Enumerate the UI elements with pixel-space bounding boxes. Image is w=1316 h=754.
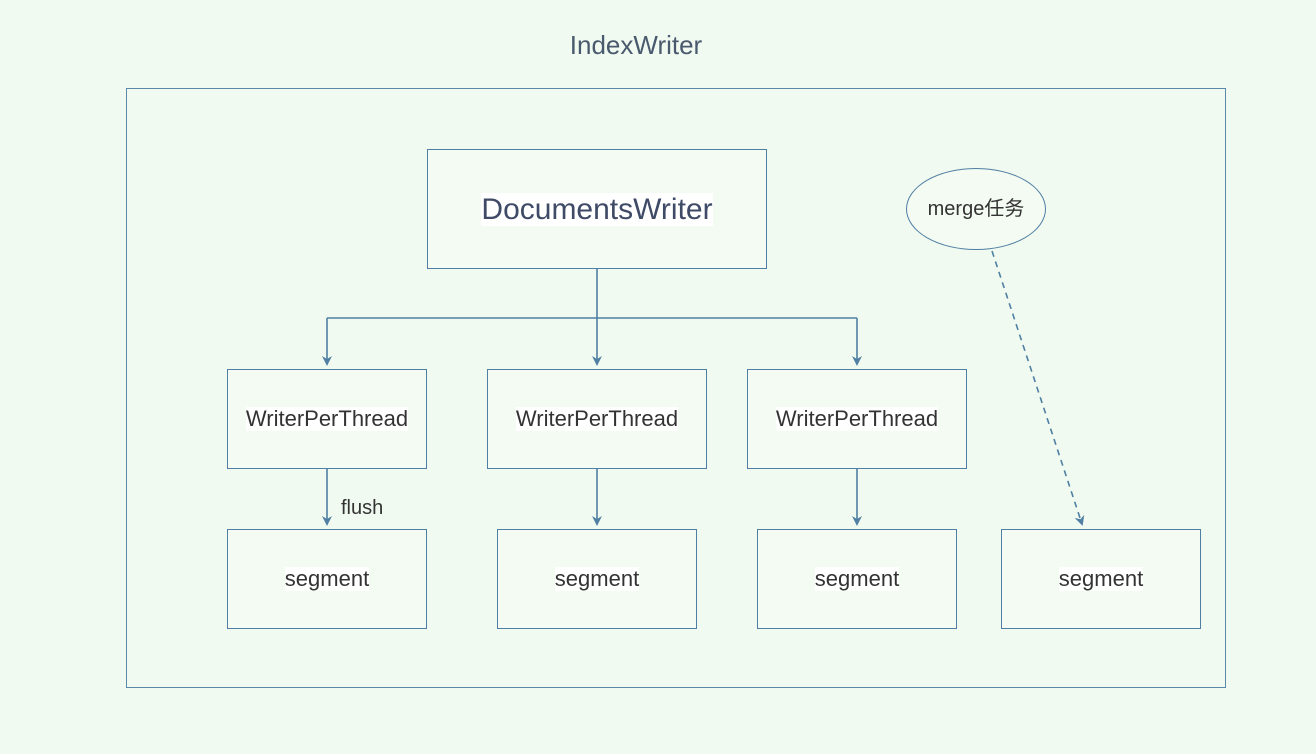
writer-per-thread-node: WriterPerThread: [747, 369, 967, 469]
segment-node: segment: [757, 529, 957, 629]
index-writer-frame: [126, 88, 1226, 688]
merge-task-node: merge任务: [906, 168, 1046, 250]
segment-node: segment: [227, 529, 427, 629]
documents-writer-node: DocumentsWriter: [427, 149, 767, 269]
segment-label: segment: [1058, 565, 1144, 592]
diagram-title: IndexWriter: [569, 30, 703, 60]
writer-per-thread-label: WriterPerThread: [245, 405, 409, 432]
writer-per-thread-label: WriterPerThread: [775, 405, 939, 432]
flush-label: flush: [341, 497, 384, 519]
merge-task-label: merge任务: [927, 198, 1025, 220]
segment-label: segment: [814, 565, 900, 592]
documents-writer-label: DocumentsWriter: [481, 192, 713, 226]
segment-node: segment: [1001, 529, 1201, 629]
segment-label: segment: [284, 565, 370, 592]
segment-label: segment: [554, 565, 640, 592]
segment-node: segment: [497, 529, 697, 629]
writer-per-thread-node: WriterPerThread: [487, 369, 707, 469]
writer-per-thread-label: WriterPerThread: [515, 405, 679, 432]
writer-per-thread-node: WriterPerThread: [227, 369, 427, 469]
